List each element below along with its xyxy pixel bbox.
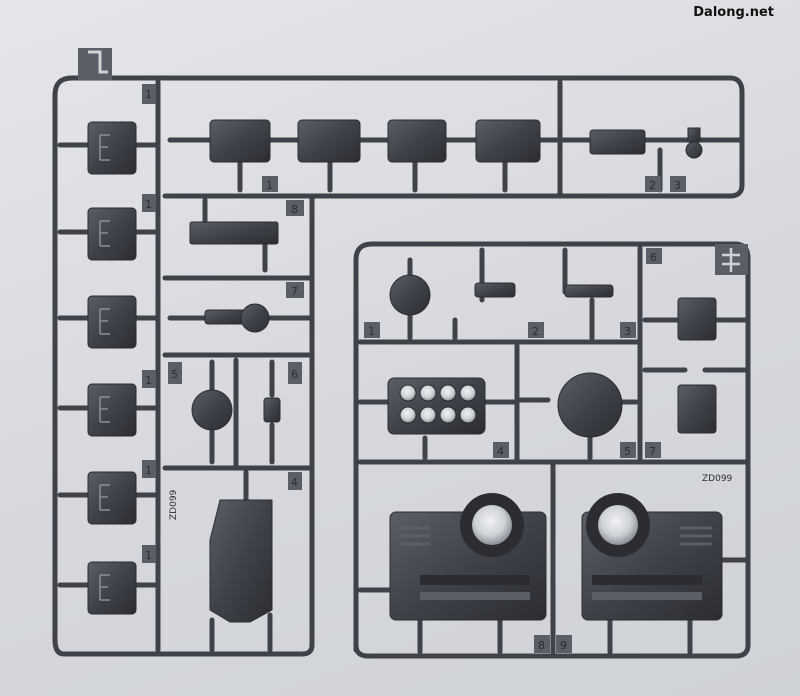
engine-part-right (581, 493, 723, 621)
right-sprue-number-tags (364, 248, 662, 653)
left-sprue-numbers: 1 1 1 1 1 8 7 5 6 4 1 2 3 ZD099 (145, 88, 681, 562)
left-num-0: 1 (145, 88, 152, 101)
left-num-11: 2 (649, 179, 656, 192)
right-num-0: 6 (650, 251, 657, 264)
right-num-8: 9 (560, 639, 567, 652)
left-num-1: 1 (145, 198, 152, 211)
left-column-parts (87, 121, 137, 615)
engine-part-left (389, 493, 547, 621)
left-sprue-number-tags (142, 84, 686, 563)
left-num-3: 1 (145, 464, 152, 477)
right-num-2: 2 (532, 325, 539, 338)
right-num-3: 3 (624, 325, 631, 338)
sprue-tab-left (78, 48, 112, 80)
right-num-6: 7 (649, 445, 656, 458)
left-num-8: 6 (291, 368, 298, 381)
left-num-9: 4 (291, 476, 298, 489)
right-num-5: 5 (624, 445, 631, 458)
left-column-e-marks (99, 134, 110, 601)
middle-left-parts (189, 221, 281, 623)
left-num-4: 1 (145, 549, 152, 562)
top-row-parts (209, 119, 703, 163)
right-num-4: 4 (497, 445, 504, 458)
left-num-12: 3 (674, 179, 681, 192)
left-num-6: 7 (291, 285, 298, 298)
watermark: Dalong.net (693, 5, 774, 20)
right-sprue-parts (387, 274, 717, 438)
right-num-1: 1 (368, 325, 375, 338)
right-sprue-frame (353, 241, 751, 659)
right-sprue-code: ZD099 (702, 474, 733, 484)
left-num-7: 5 (171, 368, 178, 381)
left-sprue-code: ZD099 (169, 489, 179, 520)
left-num-2: 1 (145, 374, 152, 387)
right-sprue-numbers: 6 1 2 3 4 5 7 8 9 ZD099 (368, 251, 733, 652)
left-num-10: 1 (266, 179, 273, 192)
sprue-tab-right (715, 244, 748, 275)
left-num-5: 8 (291, 203, 298, 216)
right-num-7: 8 (538, 639, 545, 652)
left-sprue-frame (52, 75, 745, 657)
lens-cluster (399, 384, 477, 424)
